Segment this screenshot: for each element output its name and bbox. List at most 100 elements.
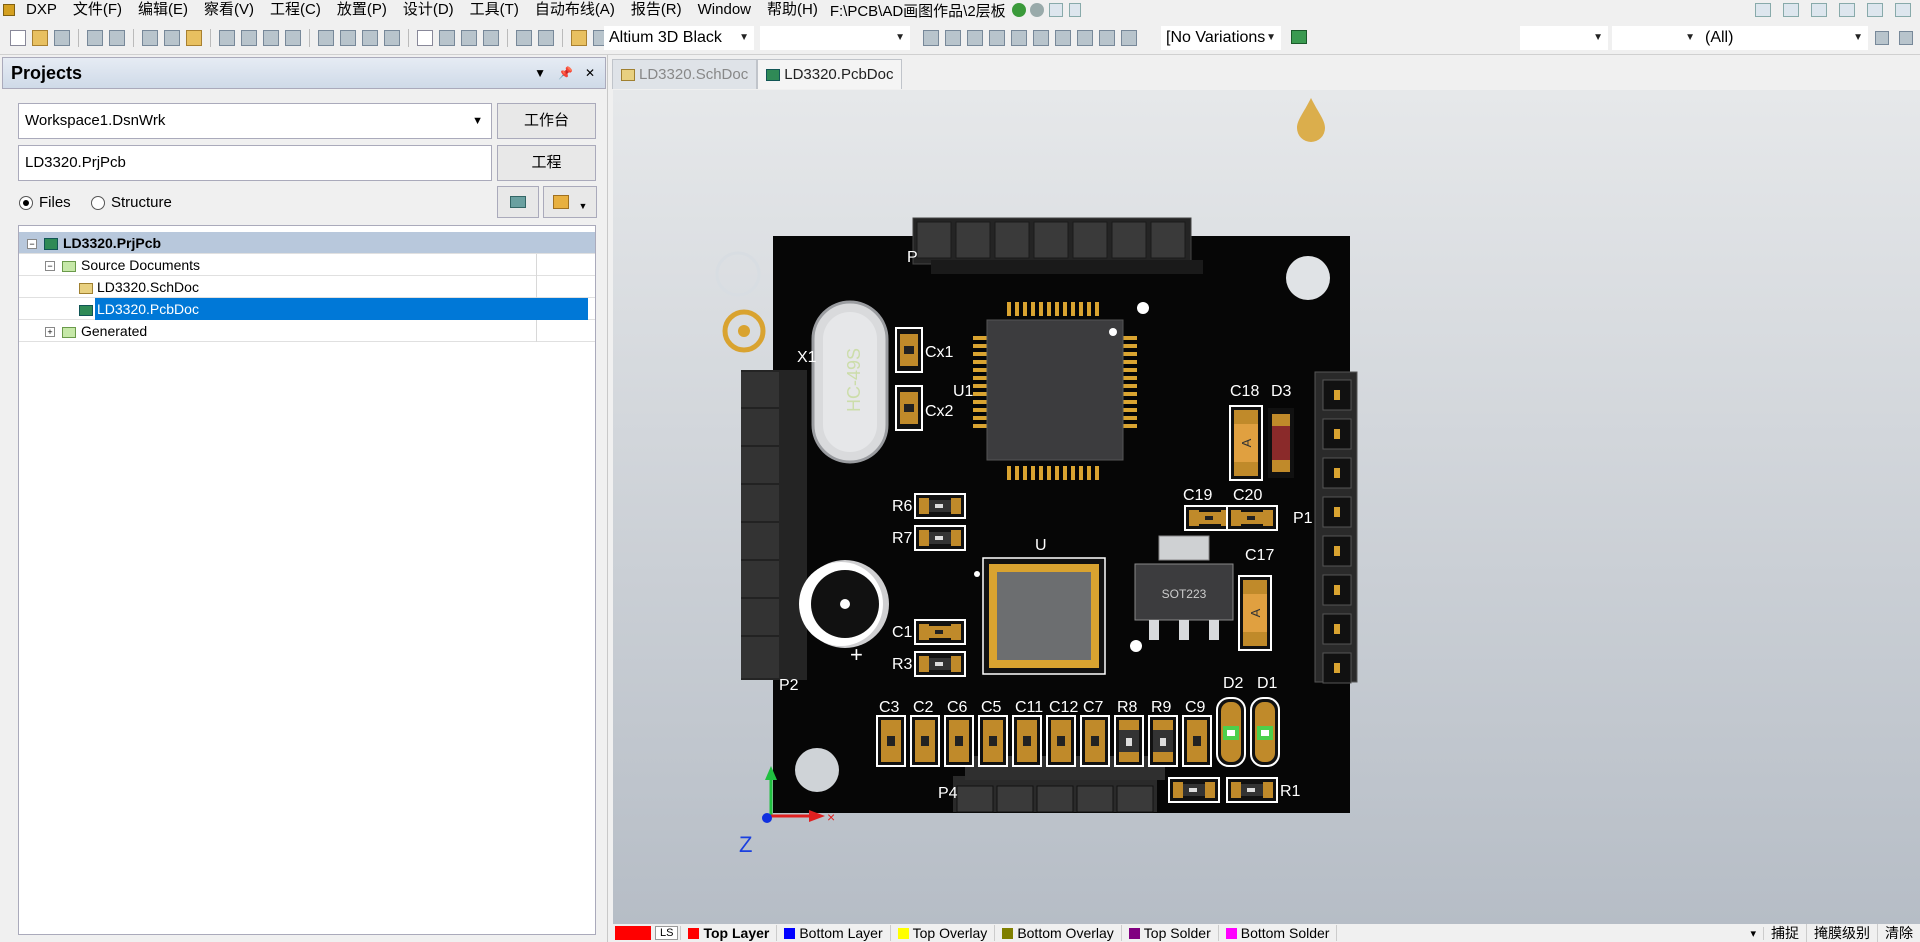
layer-bottom-overlay[interactable]: Bottom Overlay [995, 925, 1122, 941]
document-icon[interactable] [1068, 3, 1081, 17]
blank-combo[interactable]: ▼ [760, 26, 910, 50]
layer-options-button[interactable]: ▾ [1743, 926, 1764, 940]
open-icon[interactable] [32, 29, 48, 46]
print-preview-icon[interactable] [109, 29, 125, 46]
structure-radio[interactable]: Structure [91, 194, 172, 211]
menu-tools[interactable]: 工具(T) [469, 1, 519, 18]
menu-autoroute[interactable]: 自动布线(A) [534, 1, 615, 18]
fill-icon[interactable] [1055, 30, 1071, 46]
route-icon[interactable] [923, 30, 939, 46]
zoom-area-icon[interactable] [241, 29, 257, 46]
designator-u: U [1035, 537, 1047, 554]
filter-combo-2[interactable]: ▼ [1612, 26, 1700, 50]
text-icon[interactable] [1811, 3, 1827, 17]
designator-r7: R7 [892, 530, 913, 547]
variations-combo[interactable]: [No Variations▼ [1161, 26, 1281, 50]
layer-top-solder[interactable]: Top Solder [1122, 925, 1219, 941]
compile-button[interactable] [497, 186, 539, 218]
menu-reports[interactable]: 报告(R) [630, 1, 682, 18]
clear-filter-icon[interactable] [483, 29, 499, 46]
folder-icon[interactable] [186, 29, 202, 46]
menu-dxp[interactable]: DXP [26, 1, 57, 18]
copy-icon[interactable] [340, 29, 356, 46]
panel-menu-icon[interactable]: ▼ [534, 66, 546, 80]
variant-icon[interactable] [1291, 30, 1307, 44]
menu-window[interactable]: Window [697, 1, 751, 18]
menu-edit[interactable]: 编辑(E) [138, 1, 188, 18]
back-icon[interactable] [1011, 3, 1026, 17]
menu-project[interactable]: 工程(C) [270, 1, 321, 18]
print-icon[interactable] [87, 29, 103, 46]
string-icon[interactable] [1099, 30, 1115, 46]
board-icon[interactable] [164, 29, 180, 46]
zoom-icon[interactable] [285, 29, 301, 46]
collapse-icon[interactable]: − [45, 261, 55, 272]
pcb-3d-view[interactable]: P P2 P1 P4 [613, 90, 1920, 924]
workspace-button[interactable]: 工作台 [497, 103, 596, 139]
tree-row-schdoc[interactable]: LD3320.SchDoc [19, 276, 595, 298]
filter-combo-1[interactable]: ▼ [1520, 26, 1608, 50]
project-button[interactable]: 工程 [497, 145, 596, 181]
forward-icon[interactable] [1029, 3, 1044, 17]
component-icon[interactable] [1121, 30, 1137, 46]
collapse-icon[interactable]: − [27, 239, 37, 250]
tool-icon[interactable] [1899, 31, 1913, 45]
grid-icon[interactable] [1895, 3, 1911, 17]
paste-icon[interactable] [362, 29, 378, 46]
zoom-select-icon[interactable] [263, 29, 279, 46]
menu-file[interactable]: 文件(F) [72, 1, 122, 18]
toggle-icon[interactable] [1875, 31, 1889, 45]
undo-icon[interactable] [516, 29, 532, 46]
tree-row-project[interactable]: −LD3320.PrjPcb [19, 232, 595, 254]
close-icon[interactable]: ✕ [584, 66, 595, 80]
tab-pcbdoc[interactable]: LD3320.PcbDoc [757, 59, 903, 89]
new-icon[interactable] [10, 29, 26, 46]
redo-icon[interactable] [538, 29, 554, 46]
move-icon[interactable] [439, 29, 455, 46]
pad-icon[interactable] [989, 30, 1005, 46]
deselect-icon[interactable] [461, 29, 477, 46]
save-icon[interactable] [54, 29, 70, 46]
export-button[interactable]: ▼ [543, 186, 597, 218]
layer-set-button[interactable]: LS [613, 926, 682, 940]
3d-icon[interactable] [142, 29, 158, 46]
menu-place[interactable]: 放置(P) [336, 1, 387, 18]
diff-pair-icon[interactable] [945, 30, 961, 46]
layer-top-layer[interactable]: Top Layer [681, 925, 778, 941]
rubber-stamp-icon[interactable] [384, 29, 400, 46]
view-config-combo[interactable]: Altium 3D Black▼ [604, 26, 754, 50]
tab-schdoc[interactable]: LD3320.SchDoc [612, 59, 758, 89]
layer-top-overlay[interactable]: Top Overlay [891, 925, 996, 941]
via-icon[interactable] [1011, 30, 1027, 46]
filter-icon[interactable] [1783, 3, 1799, 17]
menu-design[interactable]: 设计(D) [402, 1, 454, 18]
layout-icon[interactable] [1839, 3, 1855, 17]
multi-route-icon[interactable] [967, 30, 983, 46]
workspace-select[interactable]: Workspace1.DsnWrk ▼ [18, 103, 492, 139]
tree-row-generated[interactable]: +Generated [19, 320, 595, 342]
menu-view[interactable]: 察看(V) [204, 1, 254, 18]
pin-icon[interactable]: 📌 [557, 66, 573, 80]
tree-row-source-documents[interactable]: −Source Documents [19, 254, 595, 276]
home-icon[interactable] [1048, 3, 1063, 17]
polygon-icon[interactable] [1077, 30, 1093, 46]
filter-combo-all[interactable]: (All)▼ [1700, 26, 1868, 50]
mask-level-button[interactable]: 掩膜级别 [1807, 924, 1878, 942]
menu-help[interactable]: 帮助(H) [767, 1, 818, 18]
layer-bottom-layer[interactable]: Bottom Layer [777, 925, 891, 941]
layer-bottom-solder[interactable]: Bottom Solder [1219, 925, 1338, 941]
select-area-icon[interactable] [417, 29, 433, 46]
highlight-icon[interactable] [571, 29, 587, 46]
ruler-icon[interactable] [1755, 3, 1771, 17]
dxp-icon[interactable] [3, 4, 15, 16]
window-icon[interactable] [1867, 3, 1883, 17]
cut-icon[interactable] [318, 29, 334, 46]
snap-button[interactable]: 捕捉 [1764, 924, 1807, 942]
arc-icon[interactable] [1033, 30, 1049, 46]
tree-row-pcbdoc[interactable]: LD3320.PcbDoc [19, 298, 595, 320]
files-radio[interactable]: Files [19, 194, 71, 211]
project-field[interactable]: LD3320.PrjPcb [18, 145, 492, 181]
expand-icon[interactable]: + [45, 327, 55, 338]
clear-button[interactable]: 清除 [1885, 925, 1913, 941]
zoom-fit-icon[interactable] [219, 29, 235, 46]
